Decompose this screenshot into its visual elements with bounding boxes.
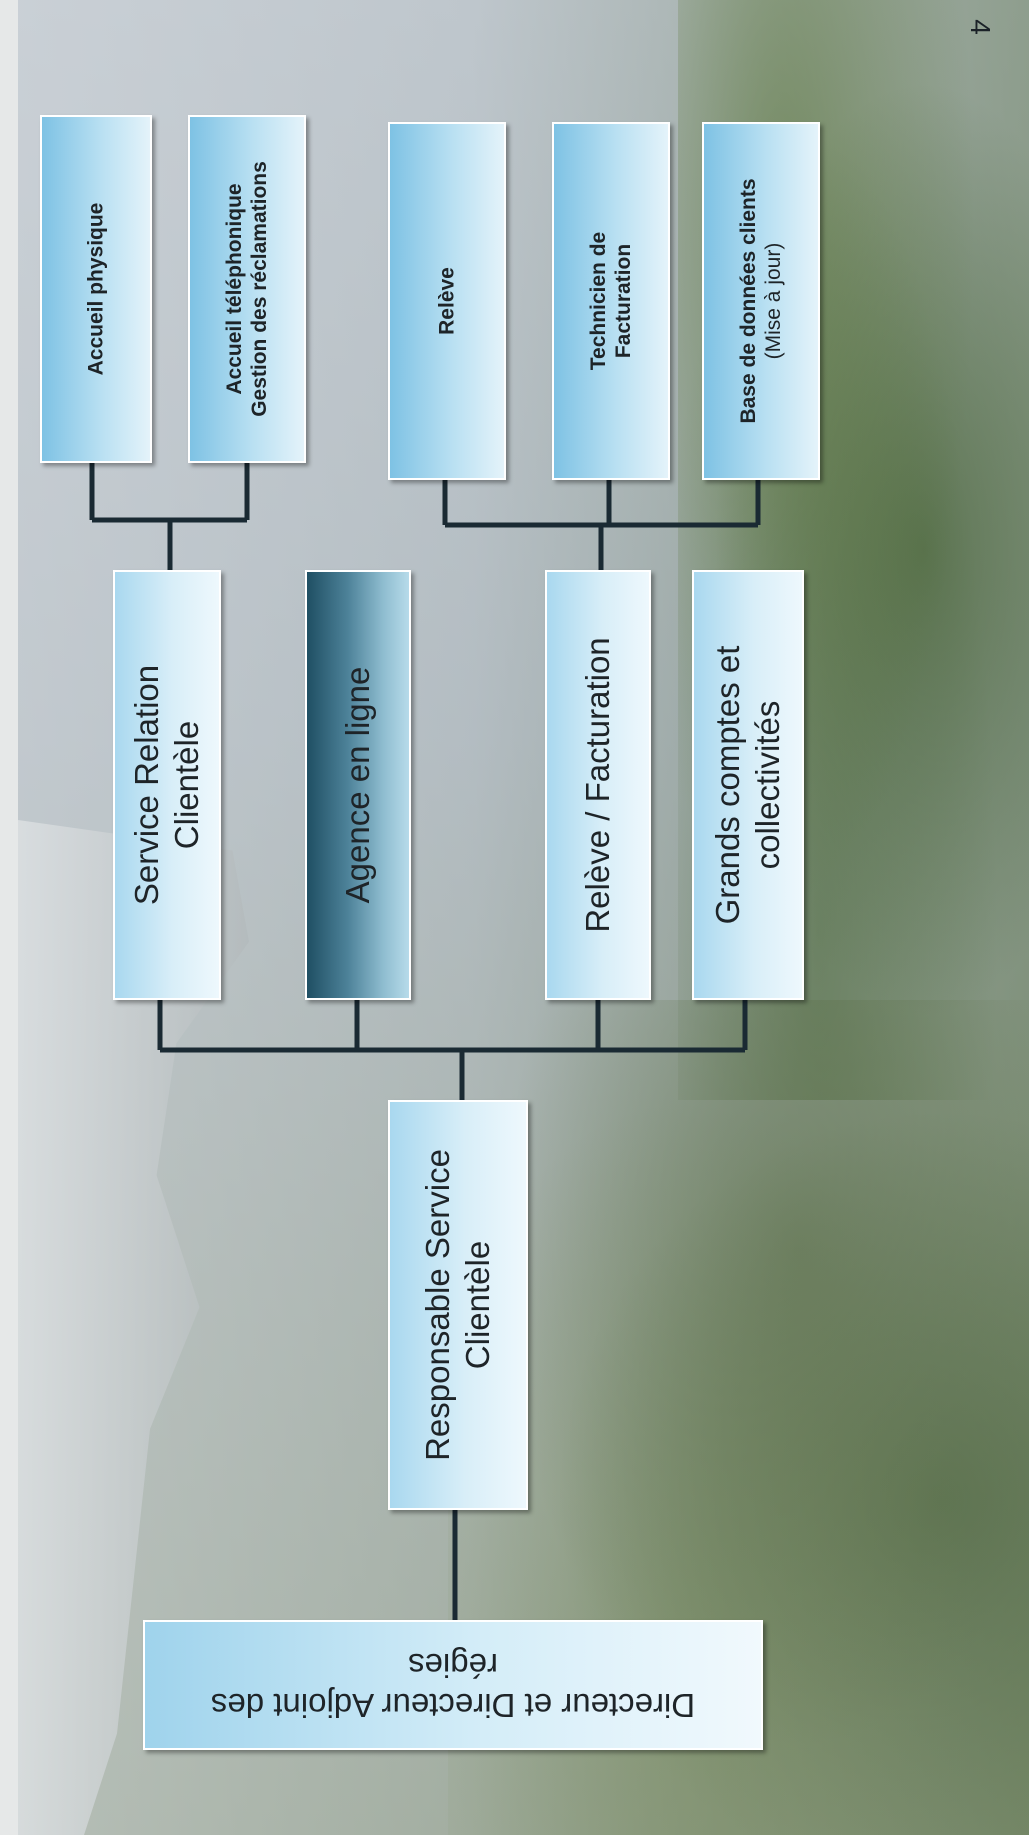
department-releve-facturation: Relève / Facturation	[545, 570, 651, 1000]
unit-label: Relève	[435, 267, 459, 335]
unit-label-line: Technicien de	[587, 231, 610, 371]
department-grands-comptes: Grands comptes et collectivités	[692, 570, 804, 1000]
unit-accueil-telephonique: Accueil téléphonique Gestion des réclama…	[188, 115, 306, 463]
department-label: Grands comptes et collectivités	[709, 645, 786, 925]
unit-label: Gestion des réclamations	[248, 161, 271, 417]
department-agence-en-ligne: Agence en ligne	[305, 570, 411, 1000]
department-label: Relève / Facturation	[579, 637, 616, 933]
unit-label-group: Base de données clients (Mise à jour)	[736, 131, 786, 471]
department-service-relation: Service Relation Clientèle	[113, 570, 221, 1000]
unit-label-line: (Mise à jour)	[762, 242, 785, 360]
director-label: Directeur et Directeur Adjoint des régie…	[210, 1647, 696, 1724]
unit-label-line: Facturation	[612, 243, 635, 359]
unit-technicien-facturation: Technicien de Facturation	[552, 122, 670, 480]
unit-label-group: Technicien de Facturation	[586, 136, 636, 466]
unit-label-line: Base de données clients	[737, 178, 760, 424]
unit-label-group: Accueil téléphonique Gestion des réclama…	[222, 124, 272, 454]
root-box: Responsable Service Clientèle	[388, 1100, 528, 1510]
root-label: Responsable Service Clientèle	[419, 1149, 496, 1461]
director-box: Directeur et Directeur Adjoint des régie…	[143, 1620, 763, 1750]
unit-label: Accueil téléphonique	[223, 183, 246, 395]
unit-accueil-physique: Accueil physique	[40, 115, 152, 463]
unit-releve: Relève	[388, 122, 506, 480]
unit-label: Accueil physique	[84, 202, 108, 376]
department-label: Service Relation Clientèle	[128, 664, 205, 906]
department-label: Agence en ligne	[339, 666, 376, 904]
unit-base-donnees: Base de données clients (Mise à jour)	[702, 122, 820, 480]
